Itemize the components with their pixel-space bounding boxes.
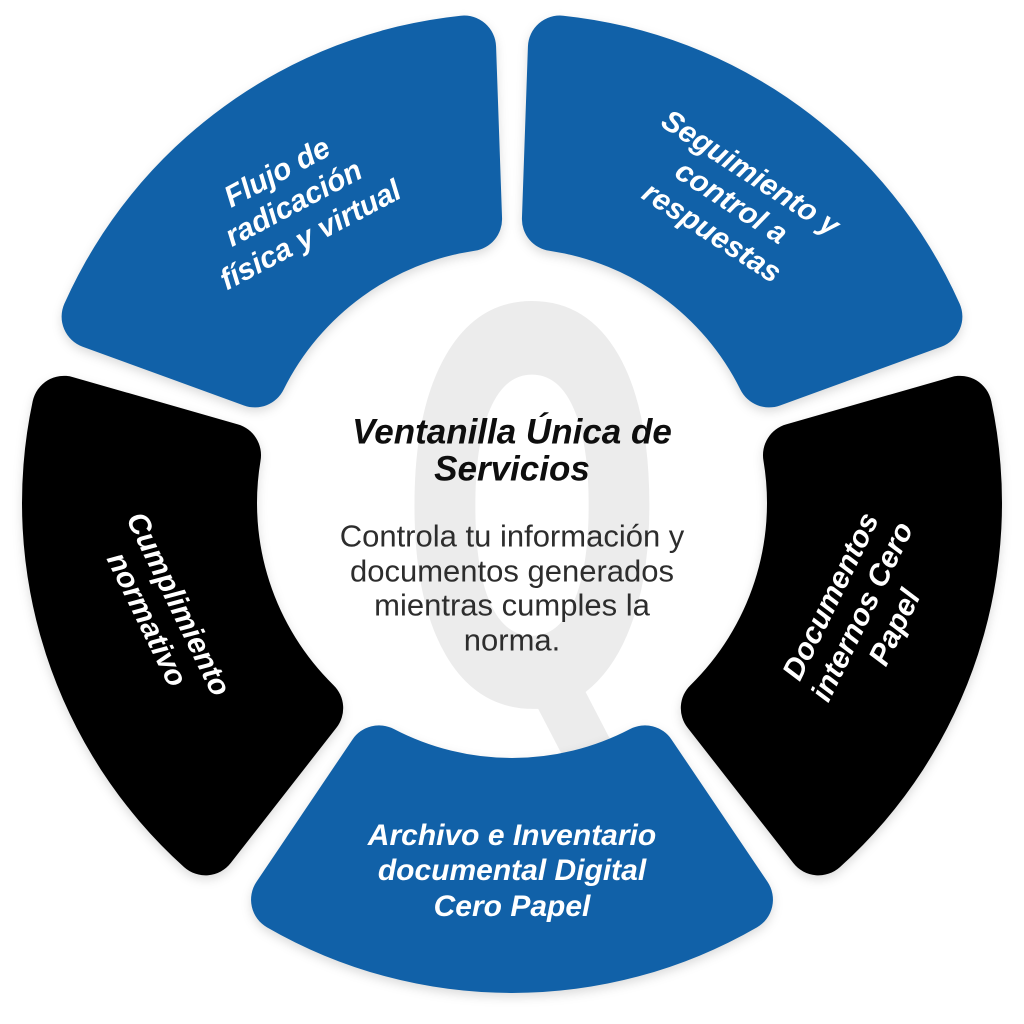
diagram-title: Ventanilla Única de Servicios (352, 412, 672, 489)
segment-label-line: Archivo e Inventario (367, 818, 657, 852)
diagram-description: Controla tu información y documentos gen… (339, 518, 685, 659)
segment-documentos-internos (680, 375, 1002, 876)
diagram-description-line: documentos generados (349, 553, 675, 589)
segment-label-line: documental Digital (377, 854, 647, 888)
segment-label-archivo-inventario: Archivo e Inventario documental Digital … (368, 818, 656, 924)
q-watermark: Q (398, 201, 666, 830)
segment-cumplimiento-normativo (22, 375, 344, 876)
segment-flujo-radicacion (61, 15, 503, 408)
diagram-description-line: Controla tu información y (339, 518, 685, 554)
segment-seguimiento-control (521, 15, 963, 408)
diagram-description-line: norma. (463, 622, 561, 658)
diagram-description-line: mientras cumples la (374, 588, 650, 623)
diagram-title-line: Servicios (434, 450, 590, 489)
diagram-title-line: Ventanilla Única de (352, 412, 672, 452)
segment-label-line: Cero Papel (433, 889, 591, 923)
segment-archivo-inventario (251, 725, 773, 993)
